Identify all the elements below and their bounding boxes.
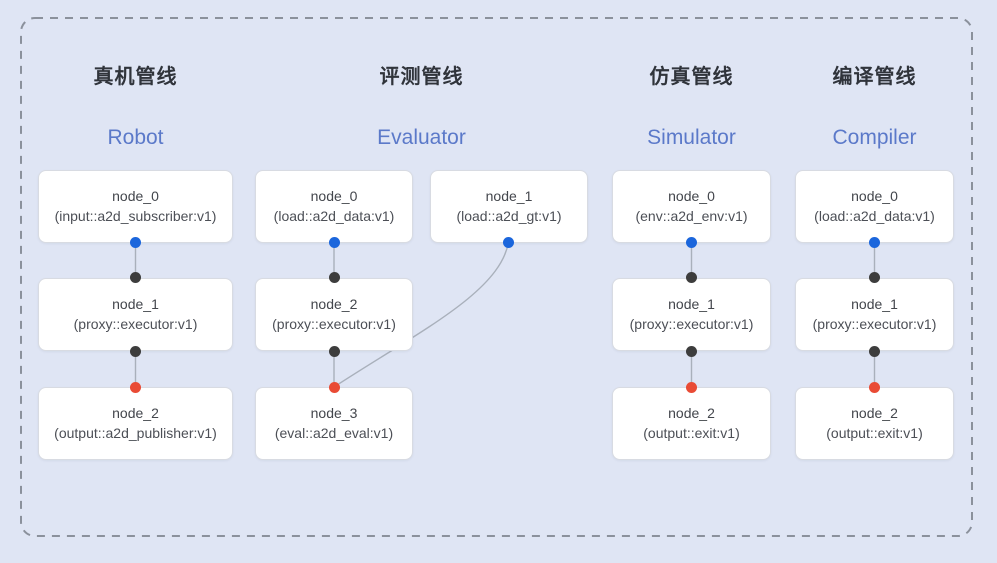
port-dot-input-evaluator	[328, 236, 340, 248]
node-type: (load::a2d_gt:v1)	[456, 208, 562, 224]
pipeline-title-zh-compiler: 编译管线	[832, 66, 917, 88]
port-dot-mid-simulator-a	[686, 272, 697, 283]
pipeline-title-zh-robot: 真机管线	[93, 66, 178, 88]
node-simulator-2: node_2 (output::exit:v1)	[612, 387, 771, 460]
dashed-boundary	[20, 17, 973, 537]
node-compiler-1: node_1 (proxy::executor:v1)	[795, 278, 954, 351]
node-type: (proxy::executor:v1)	[272, 316, 396, 332]
node-name: node_1	[668, 296, 715, 312]
node-name: node_0	[310, 188, 358, 204]
port-dot-mid-compiler-b	[869, 345, 880, 357]
port-dot-mid-robot-b	[130, 345, 141, 357]
node-type: (load::a2d_data:v1)	[273, 208, 395, 224]
node-type: (output::exit:v1)	[826, 425, 923, 441]
node-name: node_1	[485, 188, 533, 204]
pipeline-title-en-compiler: Compiler	[832, 126, 917, 149]
port-dot-input-robot	[130, 236, 141, 248]
node-name: node_0	[851, 188, 898, 204]
node-name: node_2	[851, 405, 898, 421]
node-name: node_2	[310, 296, 358, 312]
port-dot-mid-compiler-a	[869, 272, 880, 283]
node-name: node_3	[310, 405, 358, 421]
pipeline-title-en-robot: Robot	[107, 126, 164, 149]
port-dot-input-simulator	[686, 236, 697, 248]
node-evaluator-1: node_1 (load::a2d_gt:v1)	[430, 170, 588, 243]
node-evaluator-0: node_0 (load::a2d_data:v1)	[255, 170, 413, 243]
pipeline-title-zh-simulator: 仿真管线	[649, 66, 734, 88]
node-simulator-0: node_0 (env::a2d_env:v1)	[612, 170, 771, 243]
node-simulator-1: node_1 (proxy::executor:v1)	[612, 278, 771, 351]
node-type: (output::exit:v1)	[643, 425, 740, 441]
node-type: (eval::a2d_eval:v1)	[274, 425, 394, 441]
connector-evaluator-gt-curve	[333, 241, 510, 388]
node-type: (load::a2d_data:v1)	[814, 208, 935, 224]
port-dot-input-compiler	[869, 236, 880, 248]
node-compiler-2: node_2 (output::exit:v1)	[795, 387, 954, 460]
node-name: node_1	[112, 296, 159, 312]
node-name: node_0	[112, 188, 159, 204]
node-evaluator-3: node_3 (eval::a2d_eval:v1)	[255, 387, 413, 460]
node-name: node_2	[668, 405, 715, 421]
port-dot-mid-evaluator-a	[328, 272, 340, 283]
port-dot-mid-robot-a	[130, 272, 141, 283]
port-dot-output-simulator	[686, 381, 697, 393]
pipeline-title-en-evaluator: Evaluator	[377, 126, 466, 149]
node-type: (output::a2d_publisher:v1)	[54, 425, 217, 441]
node-robot-1: node_1 (proxy::executor:v1)	[38, 278, 233, 351]
node-name: node_1	[851, 296, 898, 312]
port-dot-output-robot	[130, 381, 141, 393]
pipeline-title-zh-evaluator: 评测管线	[379, 66, 464, 88]
node-type: (proxy::executor:v1)	[812, 316, 937, 332]
port-dot-mid-evaluator-b	[328, 345, 340, 357]
port-dot-mid-simulator-b	[686, 345, 697, 357]
node-robot-2: node_2 (output::a2d_publisher:v1)	[38, 387, 233, 460]
port-dot-output-compiler	[869, 381, 880, 393]
node-type: (env::a2d_env:v1)	[635, 208, 748, 224]
node-type: (proxy::executor:v1)	[629, 316, 754, 332]
node-name: node_0	[668, 188, 715, 204]
node-name: node_2	[112, 405, 159, 421]
pipeline-title-en-simulator: Simulator	[647, 126, 736, 149]
node-robot-0: node_0 (input::a2d_subscriber:v1)	[38, 170, 233, 243]
node-type: (input::a2d_subscriber:v1)	[54, 208, 217, 224]
node-compiler-0: node_0 (load::a2d_data:v1)	[795, 170, 954, 243]
node-evaluator-2: node_2 (proxy::executor:v1)	[255, 278, 413, 351]
port-dot-output-evaluator	[328, 381, 340, 393]
port-dot-input-evaluator-gt	[503, 236, 514, 248]
node-type: (proxy::executor:v1)	[73, 316, 198, 332]
